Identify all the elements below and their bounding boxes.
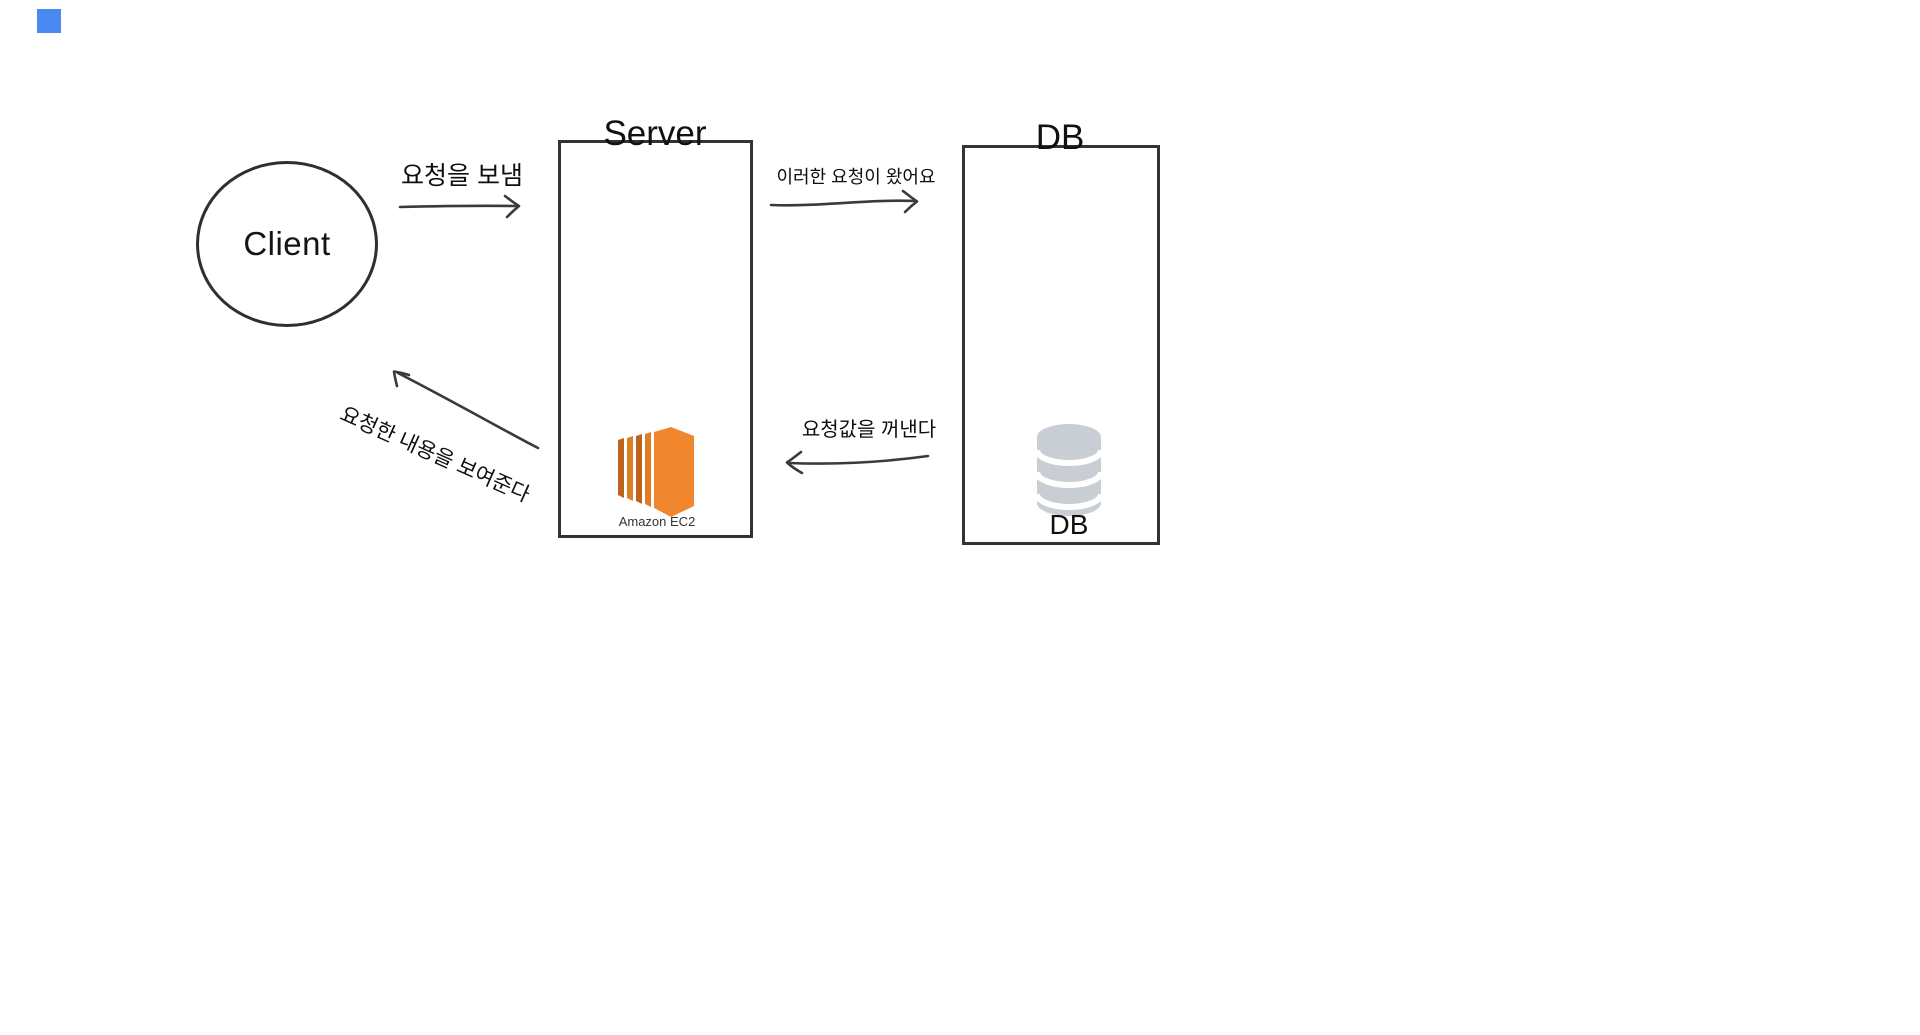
client-label: Client — [243, 225, 331, 262]
client-node: Client — [196, 161, 378, 327]
server-title: Server — [603, 114, 707, 153]
forward-arrow — [769, 189, 919, 214]
request-flow-label: 요청을 보냄 — [401, 162, 523, 190]
blue-marker — [37, 9, 61, 33]
forward-flow-label: 이러한 요청이 왔어요 — [776, 167, 936, 187]
amazon-ec2-caption: Amazon EC2 — [618, 514, 696, 529]
db-caption: DB — [1049, 509, 1089, 540]
fetch-arrow — [785, 450, 930, 475]
database-cylinder-icon — [1036, 424, 1102, 516]
db-title: DB — [1035, 118, 1085, 157]
response-flow-label: 요청한 내용을 보여준다 — [336, 402, 534, 507]
fetch-flow-label: 요청값을 꺼낸다 — [801, 419, 937, 441]
amazon-ec2-icon — [618, 427, 694, 517]
request-arrow — [398, 194, 521, 219]
